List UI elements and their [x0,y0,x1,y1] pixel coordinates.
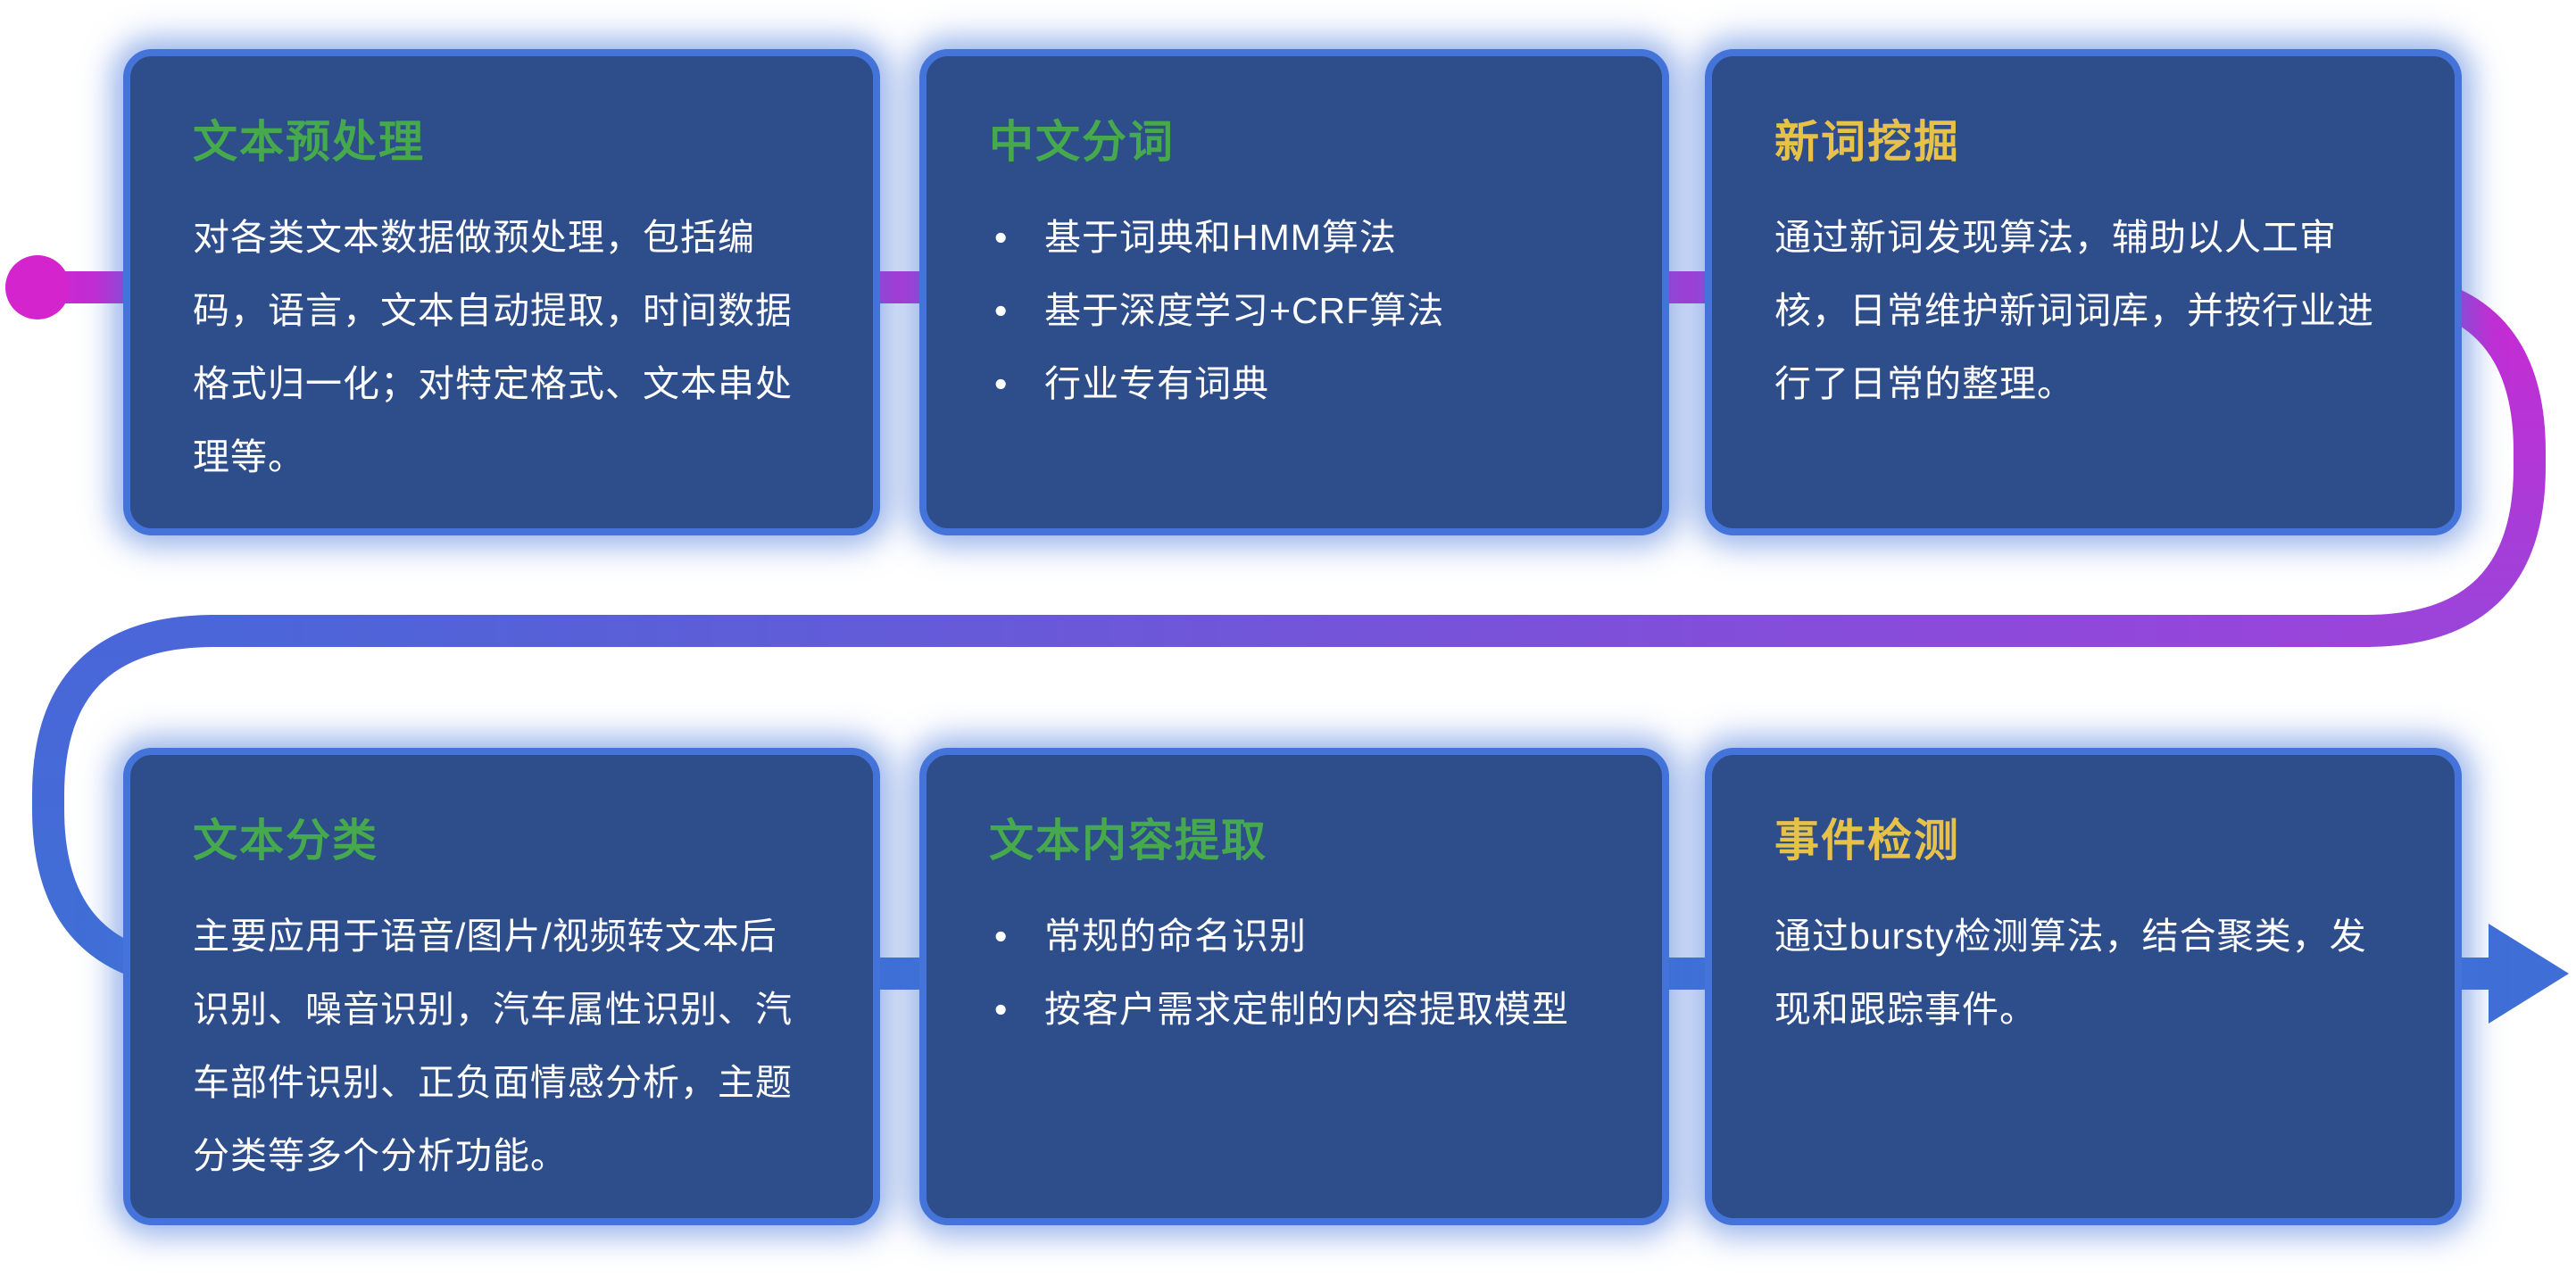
card-body: 主要应用于语音/图片/视频转文本后识别、噪音识别，汽车属性识别、汽车部件识别、正… [193,916,793,1176]
bullet-item: 按客户需求定制的内容提取模型 [989,973,1600,1046]
bullet-item: 基于深度学习+CRF算法 [989,274,1600,347]
card-body: 对各类文本数据做预处理，包括编码，语言，文本自动提取，时间数据格式归一化；对特定… [193,217,793,477]
flow-start-dot [5,255,70,319]
card-title: 中文分词 [989,117,1175,167]
card-text-content-extraction: 文本内容提取 常规的命名识别按客户需求定制的内容提取模型 [919,748,1669,1225]
card-bullets: 基于词典和HMM算法基于深度学习+CRF算法行业专有词典 [989,201,1600,420]
arrow-icon [2489,924,2569,1024]
card-title: 文本内容提取 [989,816,1267,866]
card-body: 通过新词发现算法，辅助以人工审核，日常维护新词词库，并按行业进行了日常的整理。 [1774,217,2374,404]
card-text-classification: 文本分类 主要应用于语音/图片/视频转文本后识别、噪音识别，汽车属性识别、汽车部… [123,748,880,1225]
card-new-word-mining: 新词挖掘 通过新词发现算法，辅助以人工审核，日常维护新词词库，并按行业进行了日常… [1705,49,2462,535]
card-body: 通过bursty检测算法，结合聚类，发现和跟踪事件。 [1774,916,2367,1030]
card-event-detection: 事件检测 通过bursty检测算法，结合聚类，发现和跟踪事件。 [1705,748,2462,1225]
bullet-item: 行业专有词典 [989,347,1600,420]
card-chinese-word-segmentation: 中文分词 基于词典和HMM算法基于深度学习+CRF算法行业专有词典 [919,49,1669,535]
bullet-item: 基于词典和HMM算法 [989,201,1600,274]
card-title: 文本分类 [193,816,378,866]
card-title: 文本预处理 [193,117,425,167]
card-text-preprocessing: 文本预处理 对各类文本数据做预处理，包括编码，语言，文本自动提取，时间数据格式归… [123,49,880,535]
bullet-item: 常规的命名识别 [989,900,1600,973]
card-title: 新词挖掘 [1774,117,1960,167]
card-bullets: 常规的命名识别按客户需求定制的内容提取模型 [989,900,1600,1046]
card-title: 事件检测 [1774,816,1960,866]
